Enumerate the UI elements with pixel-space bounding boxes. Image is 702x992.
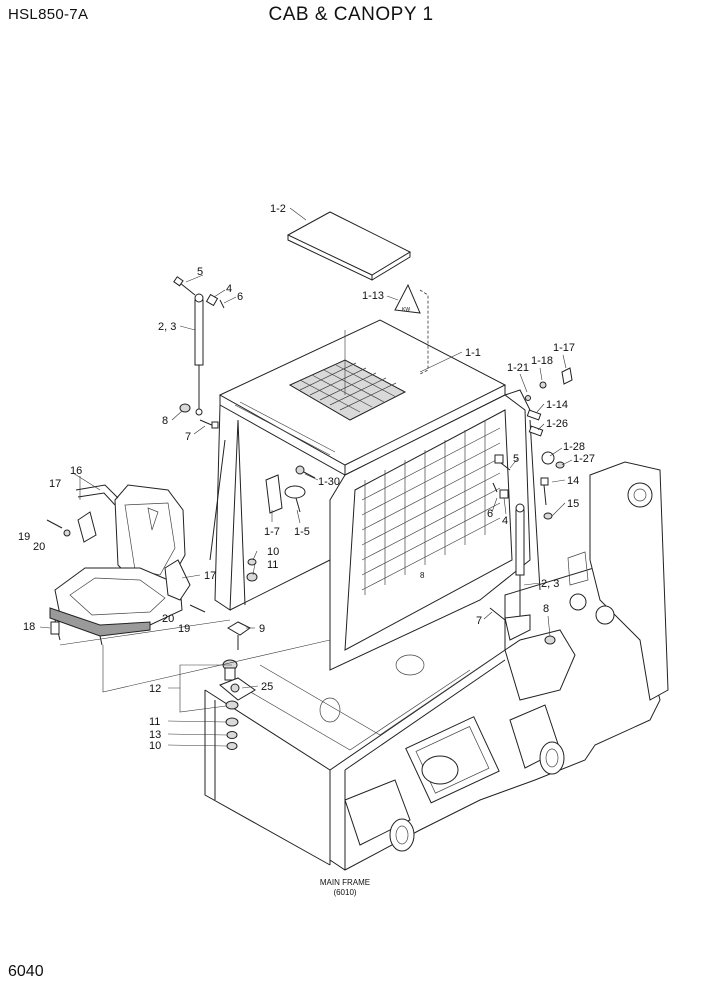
callout-label: 13 (149, 729, 161, 741)
callout-label: 1-21 (507, 362, 529, 374)
callout-label: 8 (543, 603, 549, 615)
page-number: 6040 (8, 963, 44, 980)
callout-label: 1-7 (264, 526, 280, 538)
callout-label: 4 (502, 515, 508, 527)
callout-label: 19 (178, 623, 190, 635)
callout-label: 1-27 (573, 453, 595, 465)
callout-label: 7 (185, 431, 191, 443)
callout-label: 20 (33, 541, 45, 553)
callout-label: 16 (70, 465, 82, 477)
callout-label: 2, 3 (158, 321, 176, 333)
callout-label: 15 (567, 498, 579, 510)
latch-brackets (265, 465, 316, 514)
callout-label: 1-1 (465, 347, 481, 359)
page-title: CAB & CANOPY 1 (268, 4, 434, 25)
callout-label: 10 (149, 740, 161, 752)
callout-label: 14 (567, 475, 579, 487)
callout-label: 1-30 (318, 476, 340, 488)
leader-lines (39, 207, 573, 747)
callout-label: 5 (197, 266, 203, 278)
callout-label: 4 (226, 283, 232, 295)
callout-label: 17 (204, 570, 216, 582)
roof-pad (286, 211, 412, 276)
side-mesh (361, 420, 501, 595)
isolator-mount-stack (219, 558, 258, 750)
gas-spring-left (173, 276, 225, 429)
callout-label: 1-14 (546, 399, 568, 411)
callout-label: 17 (49, 478, 61, 490)
callout-label: 25 (261, 681, 273, 693)
callout-label: 1-18 (531, 355, 553, 367)
callout-label: 1-17 (553, 342, 575, 354)
right-hardware (494, 367, 573, 471)
callout-label: 1-13 (362, 290, 384, 302)
callout-label: 20 (162, 613, 174, 625)
callout-label: 5 (513, 453, 519, 465)
callout-label: 1-26 (546, 418, 568, 430)
reference-line: MAIN FRAME (320, 878, 370, 887)
decal-text: KW (402, 307, 410, 313)
warning-decal: KW (394, 283, 429, 375)
callout-label: 12 (149, 683, 161, 695)
callout-label: 18 (23, 621, 35, 633)
callout-label: 8 (162, 415, 168, 427)
callout-label: 1-5 (294, 526, 310, 538)
callout-labels: 1-2 1-13 1-1 1-17 1-18 1-21 1-14 1-26 1-… (18, 203, 595, 752)
callout-label: 2, 3 (541, 578, 559, 590)
callout-label: 6 (487, 508, 493, 520)
callout-label: 11 (149, 716, 160, 728)
callout-label: 10 (267, 546, 279, 558)
callout-label: 1-2 (270, 203, 286, 215)
callout-label: 7 (476, 615, 482, 627)
callout-label: 1-28 (563, 441, 585, 453)
gas-spring-right (489, 477, 556, 645)
canopy-drawing (209, 319, 541, 671)
operator-seat (46, 484, 206, 646)
main-frame-reference: MAIN FRAME (6010) (320, 878, 370, 897)
panel-mark: 8 (420, 571, 425, 580)
callout-label: 6 (237, 291, 243, 303)
callout-label: 9 (259, 623, 265, 635)
callout-label: 11 (267, 559, 278, 571)
callout-label: 19 (18, 531, 30, 543)
model-code: HSL850-7A (8, 6, 89, 23)
reference-line: (6010) (333, 888, 356, 897)
